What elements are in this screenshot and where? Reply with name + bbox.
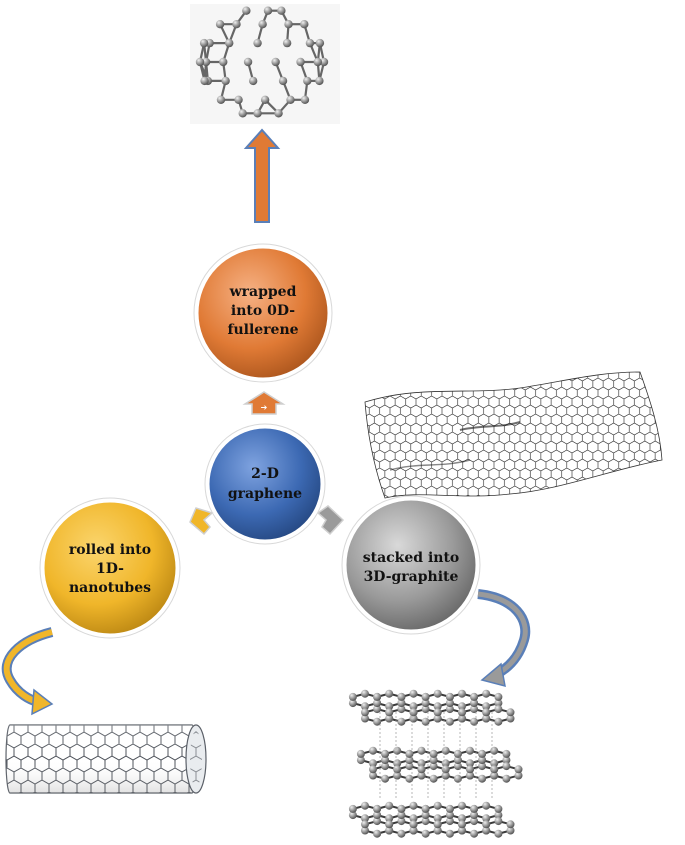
node-right-line-1: stacked into: [363, 550, 460, 566]
node-top-line-2: into 0D-: [231, 303, 295, 319]
node-left-line-3: nanotubes: [69, 580, 151, 596]
nanotube-illustration: [5, 724, 207, 794]
node-top-line-3: fullerene: [227, 322, 298, 338]
node-top: wrapped into 0D- fullerene: [193, 243, 333, 383]
node-left-line-1: rolled into: [69, 542, 151, 558]
node-left-line-2: 1D-: [96, 561, 124, 577]
node-right: stacked into 3D-graphite: [341, 495, 481, 635]
node-left: rolled into 1D- nanotubes: [39, 497, 181, 639]
node-center-line-1: 2-D: [251, 466, 279, 482]
curved-arrow-left: [1, 627, 54, 716]
left-arrow-small: [189, 507, 214, 536]
svg-text:➔: ➔: [261, 403, 268, 412]
up-arrow-long: [243, 128, 281, 223]
node-top-line-1: wrapped: [229, 284, 297, 300]
node-center: 2-D graphene: [204, 423, 326, 545]
graphite-illustration: [348, 689, 523, 838]
fullerene-illustration: [190, 4, 340, 124]
up-arrow-small: ➔: [242, 391, 286, 415]
graphene-sheet-illustration: [364, 371, 663, 499]
node-right-line-2: 3D-graphite: [364, 569, 459, 585]
right-arrow-small: [316, 505, 345, 536]
node-center-line-2: graphene: [228, 486, 302, 502]
curved-arrow-right: [477, 589, 531, 688]
